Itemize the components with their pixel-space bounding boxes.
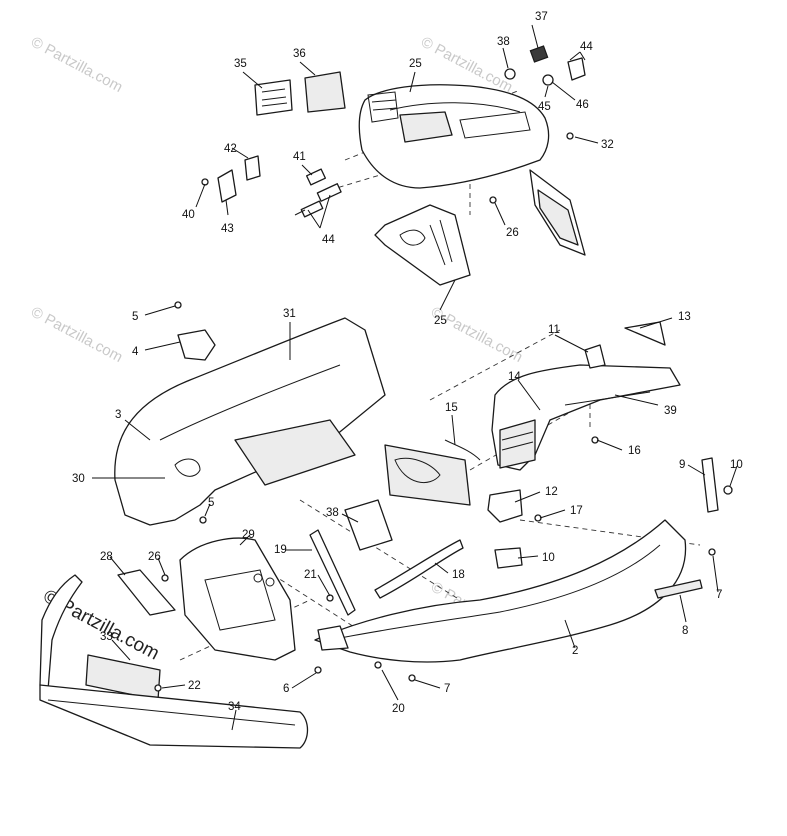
callout-41: 42	[224, 143, 237, 155]
callout-10: 10	[730, 459, 743, 471]
part-brackets-13-11	[487, 489, 523, 569]
part-bumper	[39, 574, 309, 749]
callout-25: 25	[434, 315, 447, 327]
callout-42: 43	[221, 223, 234, 235]
part-hood-hardware	[504, 45, 586, 140]
callout-35: 36	[293, 48, 306, 60]
callout-40: 41	[293, 151, 306, 163]
callout-43: 40	[182, 209, 195, 221]
part-hood	[358, 84, 586, 256]
callout-6: 6	[283, 683, 289, 695]
part-dash-panel	[114, 317, 386, 526]
callout-13: 12	[545, 486, 558, 498]
callout-22: 21	[304, 569, 317, 581]
callout-15: 14	[508, 371, 521, 383]
callout-12: 11	[548, 324, 560, 336]
callout-5a: 5	[132, 311, 138, 323]
callout-44b: 44	[322, 234, 335, 246]
part-plate-37	[344, 499, 393, 551]
part-strip-27	[117, 569, 176, 616]
callout-37: 38	[326, 507, 339, 519]
callout-19: 18	[452, 569, 465, 581]
callout-30: 31	[283, 308, 296, 320]
part-under-panel	[374, 204, 471, 286]
callout-46: 46	[576, 99, 589, 111]
callout-33: 34	[228, 701, 241, 713]
callout-26a: 26	[506, 227, 519, 239]
part-pins	[294, 168, 342, 218]
callout-14: 13	[678, 311, 691, 323]
callout-39: 38	[497, 36, 510, 48]
callout-36: 39	[664, 405, 677, 417]
callout-44a: 44	[580, 41, 593, 53]
callout-7a: 7	[444, 683, 450, 695]
part-decal-8	[654, 579, 703, 599]
callout-23: 22	[188, 680, 201, 692]
callout-labels: 37 38 44 45 46 32 25 35 36 41 42 43 40 4…	[72, 11, 743, 715]
callout-38: 37	[535, 11, 548, 23]
callout-31: 32	[601, 139, 614, 151]
callout-29: 30	[72, 473, 85, 485]
leader-lines	[92, 24, 738, 731]
callout-27: 28	[100, 551, 113, 563]
part-engine-area	[384, 439, 481, 506]
callout-4: 4	[132, 346, 139, 358]
callout-28: 29	[242, 529, 255, 541]
callout-32: 33	[100, 631, 113, 643]
part-decals	[254, 71, 346, 116]
callout-5b: 5	[208, 497, 214, 509]
watermark-faint: © Partzilla.com	[28, 34, 125, 96]
callout-26b: 26	[148, 551, 161, 563]
callout-7b: 7	[716, 589, 722, 601]
part-cowl-panel	[179, 537, 296, 661]
callout-18: 17	[570, 505, 583, 517]
callout-9: 9	[679, 459, 685, 471]
callout-16: 15	[445, 402, 458, 414]
callout-2: 2	[572, 645, 578, 657]
callout-17: 16	[628, 445, 641, 457]
callout-20: 19	[274, 544, 287, 556]
callout-45: 45	[538, 101, 551, 113]
callout-3: 3	[115, 409, 121, 421]
part-belly-pan	[314, 519, 687, 663]
part-rods	[309, 529, 464, 616]
callout-11: 10	[542, 552, 555, 564]
part-side-panel	[491, 321, 681, 471]
callout-8: 8	[682, 625, 688, 637]
small-hardware	[154, 196, 716, 692]
part-latch-bracket	[201, 155, 261, 203]
watermark-faint: © Partzilla.com	[28, 304, 125, 366]
callout-24: 25	[409, 58, 422, 70]
callout-21: 20	[392, 703, 405, 715]
part-strap-9	[701, 457, 733, 513]
callout-34: 35	[234, 58, 247, 70]
part-bracket-4	[177, 329, 216, 361]
